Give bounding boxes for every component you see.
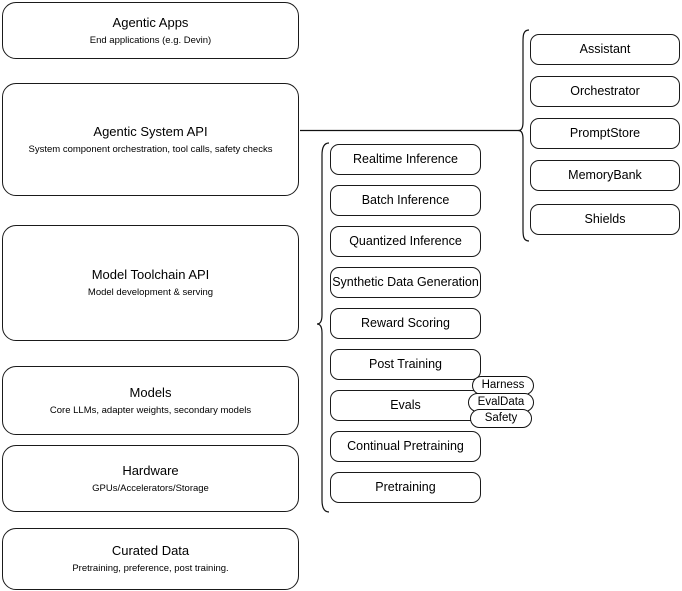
capability-synthetic-data-generation[interactable]: Synthetic Data Generation [330,267,481,298]
stack-layer-model-toolchain-api[interactable]: Model Toolchain API Model development & … [2,225,299,341]
evals-chip-safety[interactable]: Safety [470,409,532,428]
system-component-label: Assistant [579,42,631,56]
system-component-label: MemoryBank [568,168,642,182]
stack-layer-subtitle: Model development & serving [87,287,214,298]
system-component-assistant[interactable]: Assistant [530,34,680,65]
stack-layer-title: Model Toolchain API [91,267,210,282]
capability-evals[interactable]: Evals [330,390,481,421]
system-component-label: Shields [584,212,626,226]
capability-label: Post Training [369,357,442,371]
capability-label: Batch Inference [361,193,450,207]
stack-layer-agentic-system-api[interactable]: Agentic System API System component orch… [2,83,299,196]
evals-chip-label: EvalData [477,396,525,408]
stack-layer-curated-data[interactable]: Curated Data Pretraining, preference, po… [2,528,299,590]
stack-layer-subtitle: End applications (e.g. Devin) [89,34,212,46]
capability-label: Synthetic Data Generation [332,275,479,289]
stack-layer-title: Models [129,384,172,400]
stack-layer-title: Agentic Apps [112,14,189,30]
stack-layer-subtitle: Pretraining, preference, post training. [72,563,229,574]
evals-chip-label: Harness [481,379,525,391]
capability-label: Evals [390,398,421,412]
capability-pretraining[interactable]: Pretraining [330,472,481,503]
capability-realtime-inference[interactable]: Realtime Inference [330,144,481,175]
capability-label: Quantized Inference [349,234,462,248]
stack-layer-title: Agentic System API [93,123,208,139]
system-component-label: PromptStore [569,126,641,140]
stack-layer-models[interactable]: Models Core LLMs, adapter weights, secon… [2,366,299,435]
brace-toolchain-capabilities [316,142,330,513]
stack-layer-subtitle: GPUs/Accelerators/Storage [92,482,209,494]
stack-layer-hardware[interactable]: Hardware GPUs/Accelerators/Storage [2,445,299,512]
capability-label: Reward Scoring [361,316,450,330]
stack-layer-subtitle: System component orchestration, tool cal… [28,143,273,155]
evals-chip-label: Safety [484,412,518,424]
stack-layer-title: Curated Data [111,543,190,558]
system-component-promptstore[interactable]: PromptStore [530,118,680,149]
capability-batch-inference[interactable]: Batch Inference [330,185,481,216]
capability-continual-pretraining[interactable]: Continual Pretraining [330,431,481,462]
system-component-memorybank[interactable]: MemoryBank [530,160,680,191]
stack-layer-agentic-apps[interactable]: Agentic Apps End applications (e.g. Devi… [2,2,299,59]
system-component-shields[interactable]: Shields [530,204,680,235]
brace-system-components [518,29,530,242]
capability-post-training[interactable]: Post Training [330,349,481,380]
system-component-label: Orchestrator [570,84,640,98]
capability-label: Realtime Inference [353,152,458,166]
capability-quantized-inference[interactable]: Quantized Inference [330,226,481,257]
stack-layer-subtitle: Core LLMs, adapter weights, secondary mo… [49,404,252,416]
capability-label: Pretraining [375,480,436,494]
capability-label: Continual Pretraining [347,439,464,453]
stack-layer-title: Hardware [122,462,179,478]
capability-reward-scoring[interactable]: Reward Scoring [330,308,481,339]
system-component-orchestrator[interactable]: Orchestrator [530,76,680,107]
